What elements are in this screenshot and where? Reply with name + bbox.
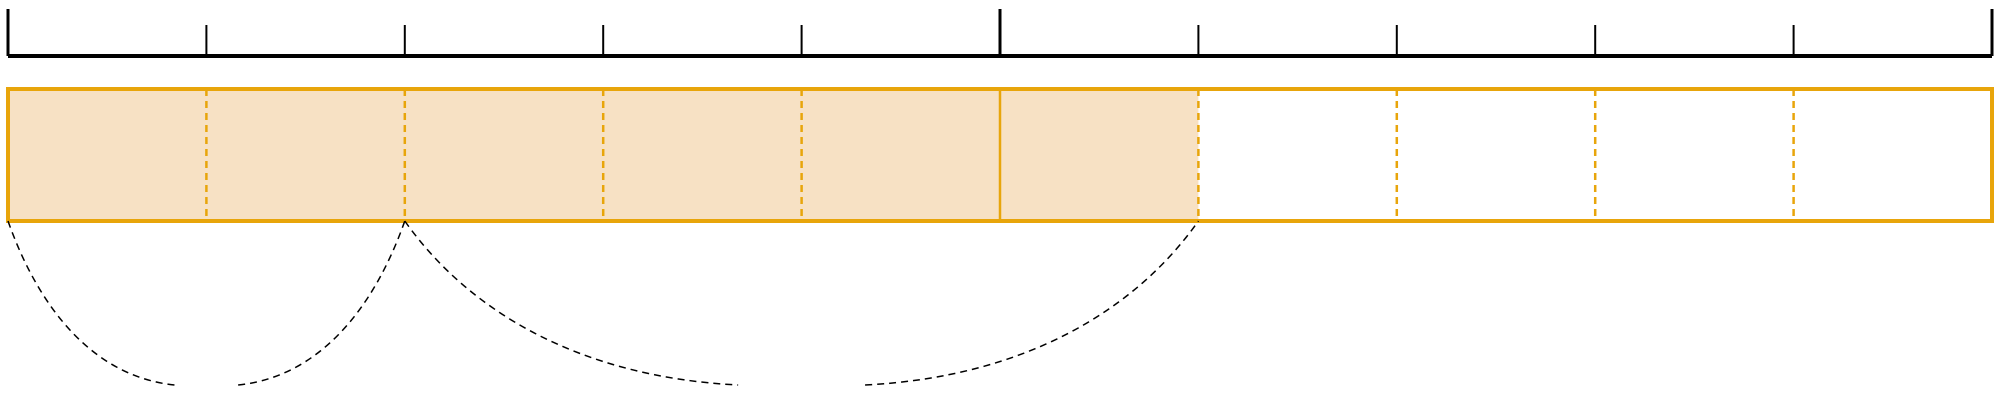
jump-arc-1 — [7, 220, 406, 386]
number-line — [6, 9, 1994, 58]
bar-outline — [6, 87, 1994, 223]
jump-arcs — [7, 220, 1200, 386]
fraction-bar — [6, 87, 1994, 223]
jump-arc-2 — [404, 220, 1200, 386]
